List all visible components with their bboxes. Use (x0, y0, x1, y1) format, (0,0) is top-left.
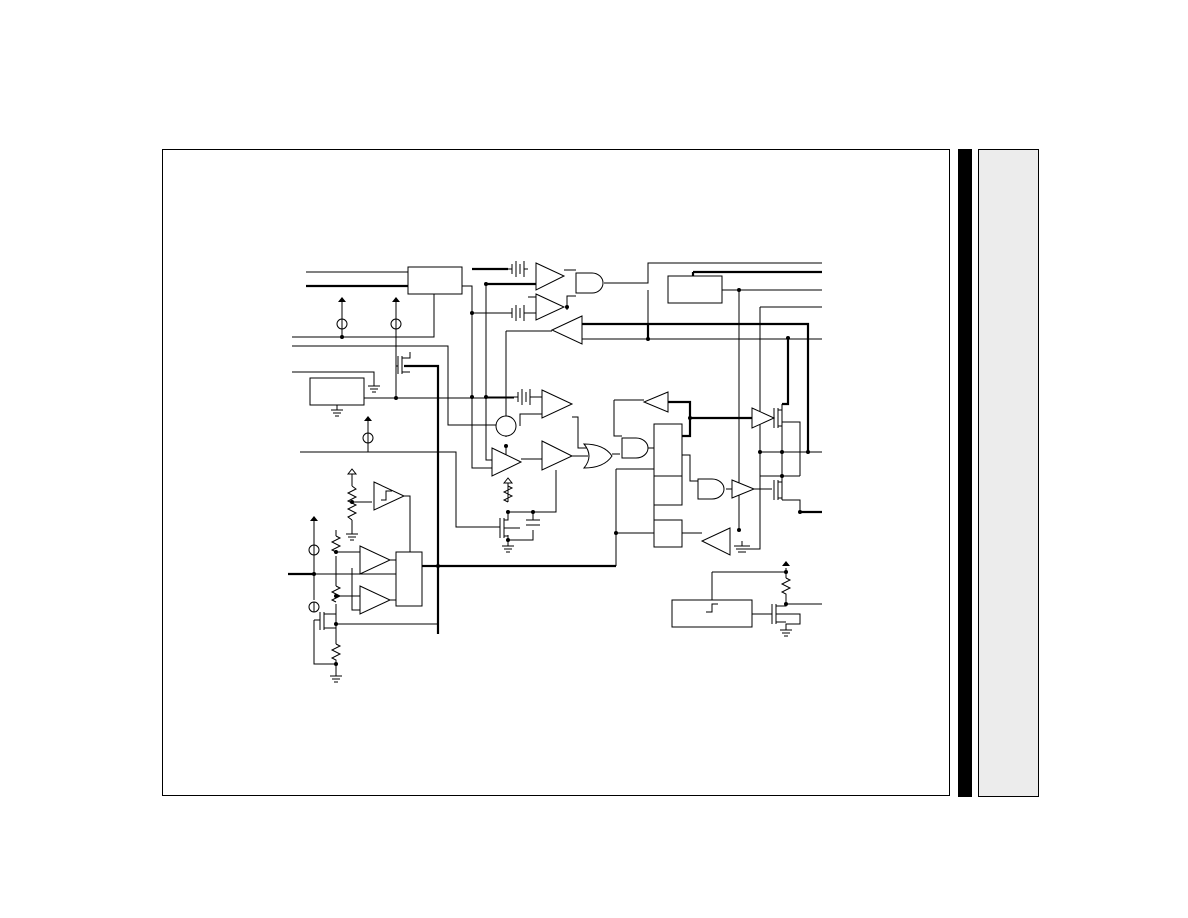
schmitt-buffer (373, 481, 406, 511)
side-gray-panel (978, 149, 1039, 797)
ground-icon (734, 541, 750, 553)
ground-icon (331, 405, 343, 417)
schmitt-symbol-icon (706, 603, 718, 613)
battery-icon (508, 261, 528, 277)
supply-arrow-icon (346, 468, 358, 475)
resistor-icon (330, 643, 342, 664)
reference-block (309, 377, 365, 406)
current-sources (308, 297, 402, 613)
mosfet-icon (773, 480, 782, 500)
or-gate (582, 443, 613, 469)
grounds (330, 380, 792, 683)
mosfet-icon (319, 612, 336, 630)
window-logic-block (395, 551, 423, 607)
hysteresis-icon (381, 490, 392, 501)
voltage-references (508, 261, 542, 405)
battery-icon (514, 389, 542, 405)
junction-dots (312, 282, 810, 666)
window-comparator-low (359, 585, 392, 615)
and-gate-mid (621, 437, 649, 459)
current-source-icon (390, 297, 402, 330)
amplifier-5 (491, 447, 523, 477)
timer-block (653, 519, 683, 548)
ground-icon (502, 545, 514, 553)
supply-arrow-icon (502, 477, 514, 484)
sense-amplifier (700, 527, 731, 556)
comparator-3 (541, 389, 574, 419)
current-source-icon (336, 297, 348, 330)
current-source-icon (362, 416, 374, 444)
mosfet-icon (499, 512, 520, 538)
comparator-2 (535, 293, 566, 321)
battery-icon (508, 305, 536, 321)
resistor-icon (330, 535, 342, 553)
comparators (359, 262, 756, 615)
mosfet-icon (396, 352, 411, 374)
comparator-4 (541, 440, 574, 471)
ground-icon (346, 533, 358, 541)
inverter-buffer (642, 391, 669, 413)
latch-block (653, 423, 683, 477)
comparator-1 (535, 262, 566, 291)
oscillator-node (495, 415, 517, 437)
mosfet-icon (771, 604, 787, 624)
schmitt-trigger-block (671, 599, 753, 628)
driver-buffer-low (731, 479, 756, 499)
and-gate-low (697, 478, 725, 500)
power-wires (288, 267, 822, 634)
transistors (319, 352, 787, 630)
feedback-buffers (550, 315, 776, 556)
side-black-bar (958, 149, 972, 797)
feedback-comparator (550, 315, 583, 345)
mosfet-icon (773, 408, 782, 428)
resistor-icon (780, 577, 792, 596)
ground-icon (780, 629, 792, 637)
current-source-icon (308, 516, 320, 556)
window-comparator-high (359, 545, 392, 575)
capacitor-icon (526, 519, 540, 526)
ground-icon (368, 380, 380, 393)
driver-buffer-high (751, 407, 776, 429)
output-control-block (667, 275, 723, 304)
ground-icon (330, 675, 342, 683)
resistor-icon (502, 485, 514, 503)
and-gate-top (575, 272, 604, 294)
current-source-icon (308, 601, 320, 613)
supply-arrow-icon (782, 561, 790, 566)
supply-arrows (346, 468, 790, 566)
input-logic-block (407, 266, 463, 295)
